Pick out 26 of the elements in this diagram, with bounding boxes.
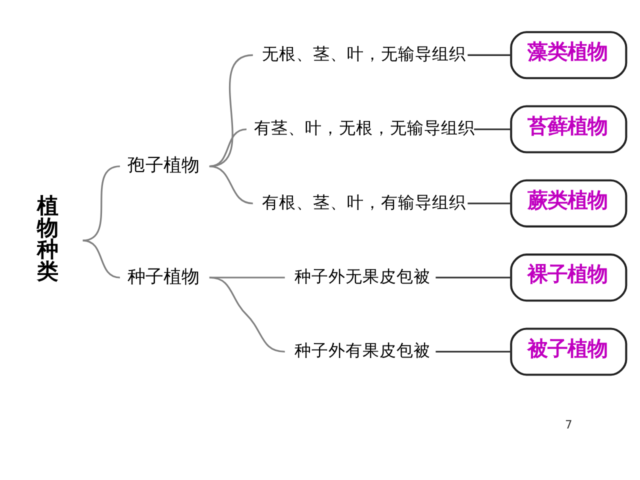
node-text: 无根、茎、叶，无输导组织 <box>262 44 466 63</box>
connector <box>468 202 512 204</box>
connector <box>436 276 512 278</box>
node-box: 藻类植物 <box>510 30 628 79</box>
connector <box>209 128 247 167</box>
connector <box>209 54 254 167</box>
node-text: 有茎、叶，无根，无输导组织 <box>254 118 476 138</box>
connector <box>82 239 120 278</box>
node-text: 植物种类 <box>36 194 59 284</box>
label: 7 <box>564 417 572 432</box>
connector <box>436 350 512 352</box>
connector <box>209 276 285 278</box>
node-box: 被子植物 <box>510 327 628 376</box>
node-text: 孢子植物 <box>128 154 200 176</box>
connector <box>468 54 512 56</box>
node-text: 种子外有果皮包被 <box>294 340 430 360</box>
node-text: 种子植物 <box>128 266 200 287</box>
node-text: 种子外无果皮包被 <box>294 266 430 286</box>
connector <box>209 165 253 204</box>
connector <box>474 128 512 130</box>
node-box: 蕨类植物 <box>510 178 628 227</box>
node-box: 裸子植物 <box>510 253 628 302</box>
node-box: 苔藓植物 <box>510 104 628 153</box>
connector <box>82 165 120 241</box>
node-text: 有根、茎、叶，有输导组织 <box>262 192 466 212</box>
connector <box>209 276 285 352</box>
